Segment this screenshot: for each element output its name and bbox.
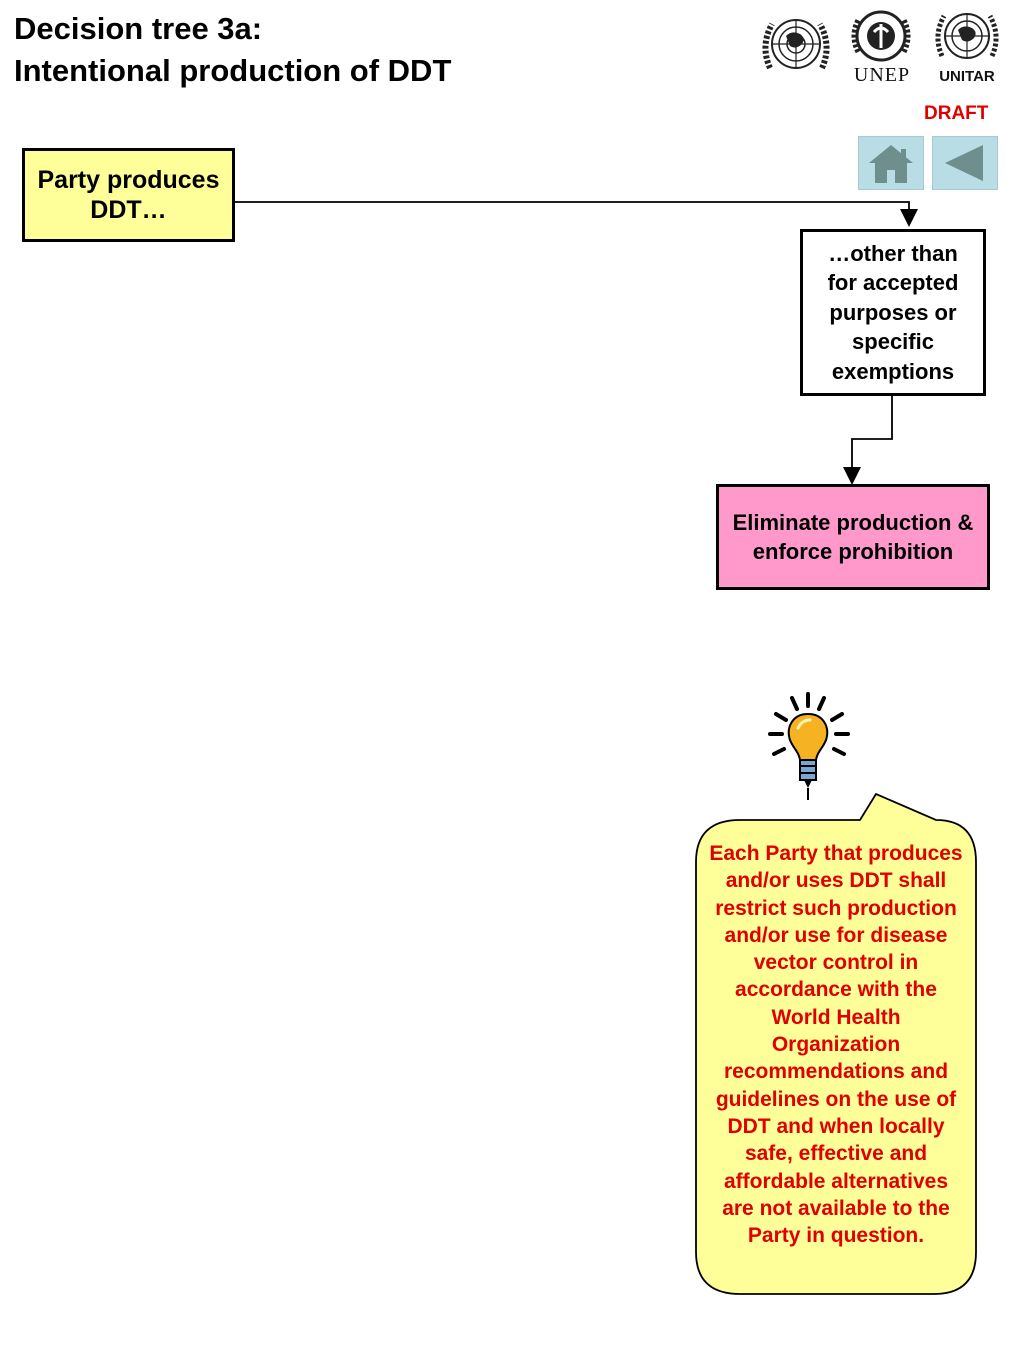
un-emblem-icon bbox=[762, 19, 830, 70]
unep-emblem-icon bbox=[851, 10, 911, 62]
home-icon bbox=[869, 145, 913, 183]
start-node-text: Party produces DDT… bbox=[37, 166, 220, 224]
lightbulb-icon bbox=[768, 692, 850, 800]
condition-node-text: …other than for accepted purposes or spe… bbox=[827, 240, 959, 384]
condition-node[interactable]: …other than for accepted purposes or spe… bbox=[800, 229, 986, 396]
draft-label: DRAFT bbox=[924, 103, 989, 124]
unitar-emblem-icon bbox=[935, 13, 999, 59]
action-node-text: Eliminate production & enforce prohibiti… bbox=[732, 509, 974, 565]
tip-text: Each Party that produces and/or uses DDT… bbox=[709, 842, 963, 1248]
unep-label: UNEP bbox=[853, 64, 911, 86]
back-button[interactable] bbox=[932, 136, 998, 190]
home-button[interactable] bbox=[858, 136, 924, 190]
tip-callout-bubble bbox=[695, 792, 977, 1295]
back-triangle-icon bbox=[945, 145, 983, 181]
page-title: Decision tree 3a: Intentional production… bbox=[14, 8, 451, 92]
logo-group: UNEP UNITAR bbox=[752, 6, 1008, 90]
start-node[interactable]: Party produces DDT… bbox=[22, 148, 235, 242]
connector-condition-to-action bbox=[843, 394, 893, 485]
unitar-label: UNITAR bbox=[939, 68, 995, 85]
action-node[interactable]: Eliminate production & enforce prohibiti… bbox=[716, 484, 990, 590]
title-line-1: Decision tree 3a: bbox=[14, 11, 263, 46]
title-line-2: Intentional production of DDT bbox=[14, 53, 452, 88]
connector-start-to-condition bbox=[234, 201, 918, 227]
